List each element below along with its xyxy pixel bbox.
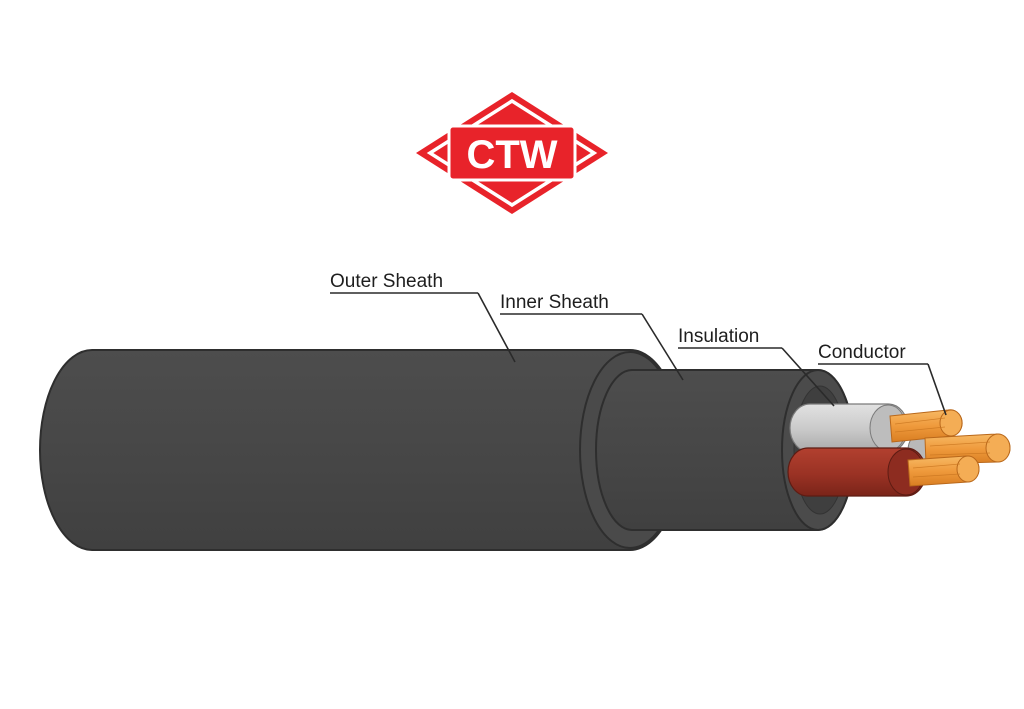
- logo-text: CTW: [466, 133, 557, 177]
- label-inner-sheath-text: Inner Sheath: [500, 292, 609, 313]
- conductor-bottom-end: [956, 455, 980, 483]
- conductor-middle-end: [985, 433, 1011, 463]
- label-inner-sheath: Inner Sheath: [500, 292, 684, 381]
- conductor-top-end: [939, 409, 963, 437]
- label-insulation-text: Insulation: [678, 326, 759, 347]
- logo-center-band: [447, 124, 577, 182]
- label-conductor-text: Conductor: [818, 342, 906, 363]
- label-insulation: Insulation: [678, 326, 835, 407]
- label-conductor: Conductor: [818, 342, 947, 416]
- cable: [39, 349, 1011, 551]
- label-outer-sheath: Outer Sheath: [330, 271, 516, 363]
- label-outer-sheath-text: Outer Sheath: [330, 271, 443, 292]
- conductor-strands: [889, 409, 1011, 487]
- ctw-logo: CTW: [416, 92, 608, 214]
